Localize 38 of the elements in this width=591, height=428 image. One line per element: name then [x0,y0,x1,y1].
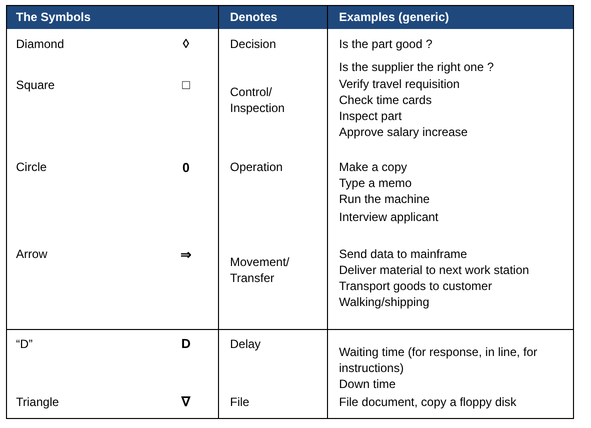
symbol-name: Triangle [16,394,60,410]
column-header: Denotes [230,10,278,25]
example-text: Interview applicant [339,209,440,225]
meaning-text: Decision [230,36,278,52]
example-text: Is the supplier the right one ? [339,59,495,75]
example-text: Inspect part [339,108,403,124]
column-header: Examples (generic) [339,10,450,25]
example-text: Run the machine [339,191,431,207]
example-text: Approve salary increase [339,124,469,140]
symbol-glyph: □ [181,77,191,93]
symbol-name: Arrow [16,246,48,262]
symbol-name: Square [16,77,56,93]
example-text: File document, copy a floppy disk [339,394,518,410]
symbol-glyph: ⇒ [180,247,192,263]
meaning-text: Delay [230,336,262,352]
symbol-glyph: ∇ [180,394,192,410]
symbol-name: “D” [16,336,34,352]
example-text: Walking/shipping [339,294,430,310]
meaning-text: Movement/ Transfer [230,254,290,286]
symbol-name: Diamond [16,36,66,52]
symbol-glyph: D [180,336,192,352]
example-text: Check time cards [339,92,433,108]
example-text: Down time [339,376,397,392]
meaning-text: Control/ Inspection [230,84,286,116]
example-text: Make a copy [339,159,408,175]
example-text: Transport goods to customer [339,278,493,294]
example-text: Waiting time (for response, in line, for instructions) [339,344,538,376]
example-text: Deliver material to next work station [339,262,530,278]
example-text: Is the part good ? [339,36,434,52]
symbol-name: Circle [16,159,48,175]
column-header: The Symbols [16,10,91,25]
example-text: Type a memo [339,175,413,191]
example-text: Send data to mainframe [339,246,468,262]
example-text: Verify travel requisition [339,76,461,92]
symbol-glyph: 0 [181,160,191,176]
symbol-glyph: ◊ [182,36,190,52]
meaning-text: File [230,394,250,410]
meaning-text: Operation [230,159,284,175]
